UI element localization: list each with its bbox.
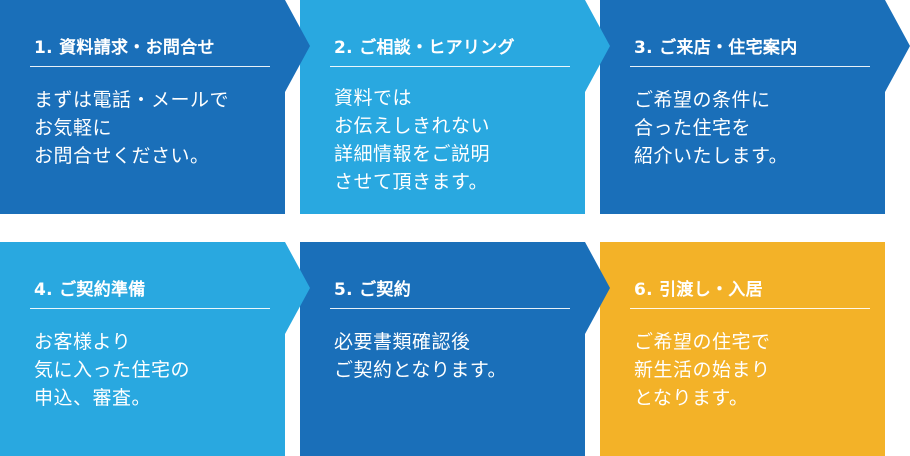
step-5-divider xyxy=(330,308,570,309)
step-6-box xyxy=(600,242,885,456)
step-4-description: お客様より 気に入った住宅の 申込、審査。 xyxy=(34,328,284,412)
step-3-description: ご希望の条件に 合った住宅を 紹介いたします。 xyxy=(634,86,884,170)
step-3: 3. ご来店・住宅案内 ご希望の条件に 合った住宅を 紹介いたします。 xyxy=(600,0,910,214)
step-6-divider xyxy=(630,308,870,309)
step-5-line-2: ご契約となります。 xyxy=(334,359,508,381)
step-3-line-2: 合った住宅を xyxy=(634,117,752,139)
step-4-title: 4. ご契約準備 xyxy=(34,280,146,300)
step-1-line-2: お気軽に xyxy=(34,117,113,139)
step-1-title: 1. 資料請求・お問合せ xyxy=(34,38,215,58)
step-5-description: 必要書類確認後 ご契約となります。 xyxy=(334,328,584,384)
step-4-arrow-box xyxy=(0,242,310,456)
step-4-line-3: 申込、審査。 xyxy=(34,387,152,409)
step-5-line-1: 必要書類確認後 xyxy=(334,331,471,353)
step-6: 6. 引渡し・入居 ご希望の住宅で 新生活の始まり となります。 xyxy=(600,242,910,456)
step-3-arrow-box xyxy=(600,0,910,214)
step-2: 2. ご相談・ヒアリング 資料では お伝えしきれない 詳細情報をご説明 させて頂… xyxy=(300,0,610,214)
step-4: 4. ご契約準備 お客様より 気に入った住宅の 申込、審査。 xyxy=(0,242,310,456)
step-2-title: 2. ご相談・ヒアリング xyxy=(334,38,515,58)
step-2-line-4: させて頂きます。 xyxy=(334,171,489,193)
step-3-title: 3. ご来店・住宅案内 xyxy=(634,38,798,58)
step-1-divider xyxy=(30,66,270,67)
step-2-line-3: 詳細情報をご説明 xyxy=(334,143,491,165)
step-1-line-3: お問合せください。 xyxy=(34,145,210,167)
step-5: 5. ご契約 必要書類確認後 ご契約となります。 xyxy=(300,242,610,456)
step-2-line-2: お伝えしきれない xyxy=(334,115,491,137)
step-4-line-2: 気に入った住宅の xyxy=(34,359,191,381)
step-2-line-1: 資料では xyxy=(334,87,413,109)
step-1-line-1: まずは電話・メールで xyxy=(34,89,230,111)
step-5-title: 5. ご契約 xyxy=(334,280,412,300)
step-6-line-3: となります。 xyxy=(634,387,749,409)
step-6-line-2: 新生活の始まり xyxy=(634,359,771,381)
step-2-description: 資料では お伝えしきれない 詳細情報をご説明 させて頂きます。 xyxy=(334,84,584,196)
step-3-divider xyxy=(630,66,870,67)
step-1: 1. 資料請求・お問合せ まずは電話・メールで お気軽に お問合せください。 xyxy=(0,0,310,214)
step-4-divider xyxy=(30,308,270,309)
step-2-divider xyxy=(330,66,570,67)
step-3-line-1: ご希望の条件に xyxy=(634,89,771,111)
step-6-line-1: ご希望の住宅で xyxy=(634,331,771,353)
step-1-description: まずは電話・メールで お気軽に お問合せください。 xyxy=(34,86,284,170)
step-6-title: 6. 引渡し・入居 xyxy=(634,280,763,300)
step-1-arrow-box xyxy=(0,0,310,214)
step-2-arrow-box xyxy=(300,0,610,214)
step-6-description: ご希望の住宅で 新生活の始まり となります。 xyxy=(634,328,884,412)
step-5-arrow-box xyxy=(300,242,610,456)
step-4-line-1: お客様より xyxy=(34,331,132,353)
step-3-line-3: 紹介いたします。 xyxy=(634,145,789,167)
